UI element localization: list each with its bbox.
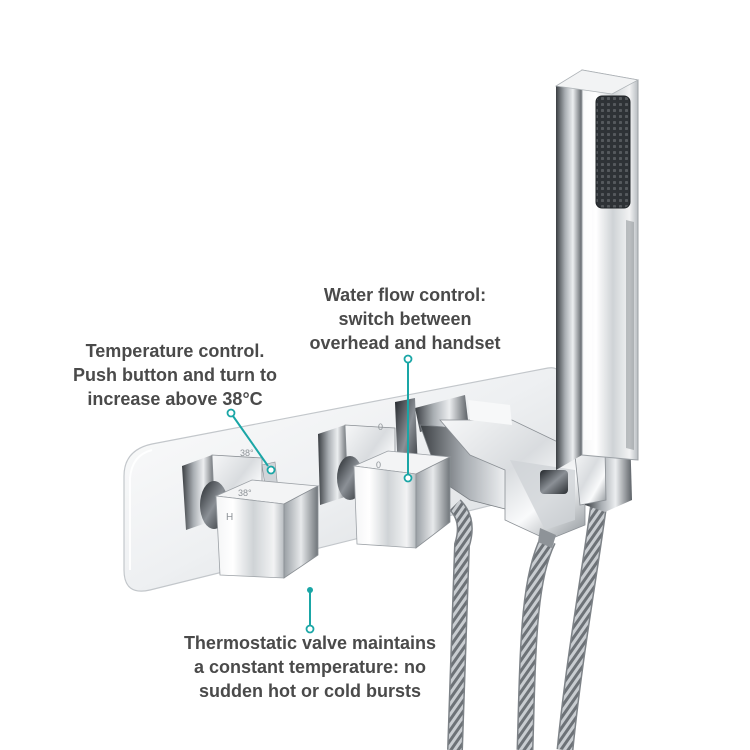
thermostatic-callout-line: a constant temperature: no bbox=[193, 657, 427, 677]
water-flow-callout-line: Water flow control: bbox=[323, 285, 487, 305]
hot-marking: H bbox=[226, 512, 233, 523]
water-flow-callout-line: overhead and handset bbox=[309, 333, 501, 353]
callout-leader-thermostatic bbox=[305, 587, 315, 634]
water-flow-callout-line: switch between bbox=[338, 309, 472, 329]
temperature-callout-line: increase above 38°C bbox=[87, 389, 263, 409]
thermostatic-callout-line: sudden hot or cold bursts bbox=[198, 681, 421, 701]
flow-marking-lower: 0 bbox=[376, 460, 381, 470]
temp-marking-lower: 38° bbox=[238, 488, 252, 498]
thermostatic-callout-line: Thermostatic valve maintains bbox=[183, 633, 437, 653]
callout-leader-temperature bbox=[226, 408, 276, 475]
hand-shower bbox=[554, 69, 640, 470]
temperature-callout: Temperature control. Push button and tur… bbox=[50, 339, 300, 411]
temperature-callout-line: Push button and turn to bbox=[73, 365, 277, 385]
temperature-callout-line: Temperature control. bbox=[85, 341, 265, 361]
temp-marking-upper: 38° bbox=[240, 448, 254, 458]
flexible-hose bbox=[447, 493, 609, 750]
flow-marking-upper: 0 bbox=[378, 422, 383, 432]
diverter-outlet bbox=[395, 395, 586, 548]
water-flow-callout: Water flow control: switch between overh… bbox=[290, 283, 520, 355]
callout-leader-flow bbox=[403, 354, 413, 483]
thermostatic-callout: Thermostatic valve maintains a constant … bbox=[160, 631, 460, 703]
flow-control-valve: 0 0 bbox=[318, 422, 452, 549]
